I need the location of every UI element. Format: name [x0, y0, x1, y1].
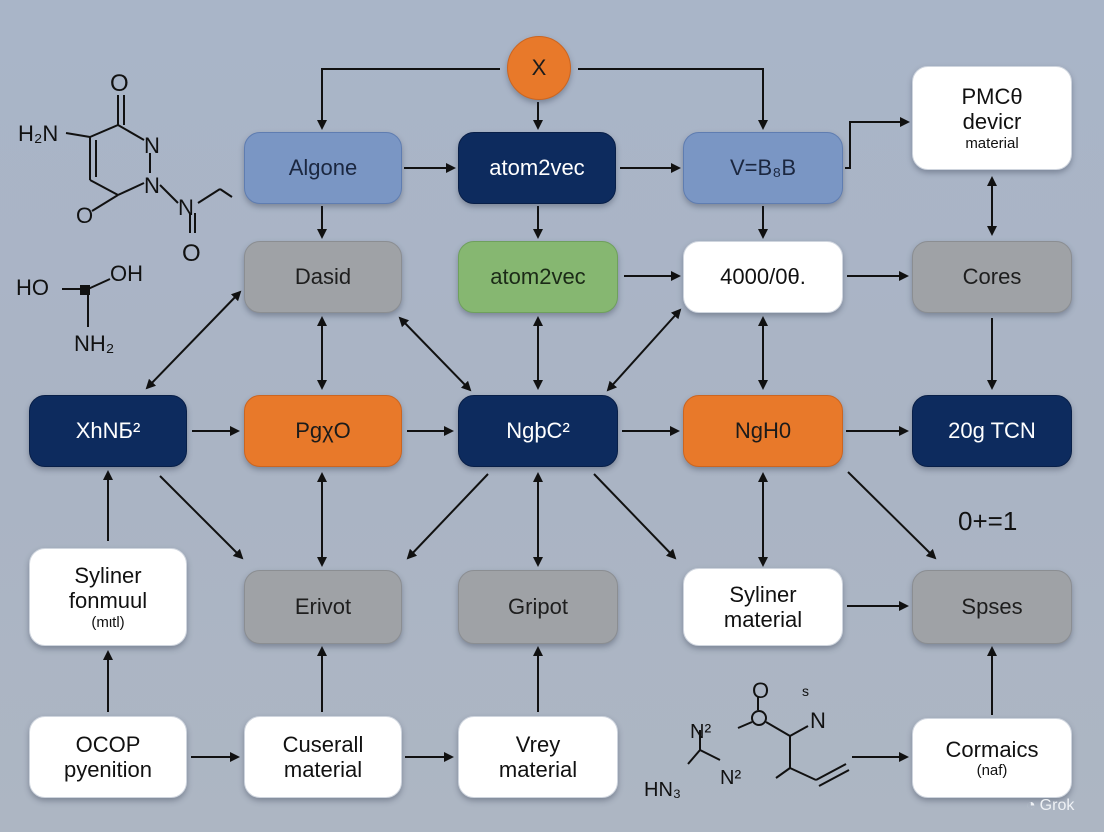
node-label: OCOP — [75, 731, 141, 757]
node-cores: Cores — [912, 241, 1072, 313]
node-spses: Spses — [912, 570, 1072, 644]
node-label: Gripot — [508, 594, 568, 620]
node-20g-tcn: 20g TCN — [912, 395, 1072, 467]
watermark-label: Grok — [1039, 797, 1075, 814]
chem-atom-label: H₂N — [18, 121, 58, 146]
chem-atom-label: O — [182, 240, 201, 267]
node-pgxo: PgχO — [244, 395, 402, 467]
node-label: Cormaics — [945, 736, 1039, 762]
node-label: 20g TCN — [948, 418, 1036, 444]
node-x: X — [507, 36, 571, 100]
node-syliner-1: Syliner fonmuul (mιtl) — [29, 548, 187, 646]
node-gripot: Gripot — [458, 570, 618, 644]
arrow-dasid-ngc — [398, 316, 472, 392]
node-atom2vec-2: atom2vec — [458, 241, 618, 313]
arrow-xhnb-to-erivot — [159, 475, 244, 560]
grok-logo-icon: ◔ — [1026, 797, 1036, 814]
chem-atom-label: HO — [16, 275, 49, 300]
node-4000: 4000/0θ. — [683, 241, 843, 313]
node-label: material — [283, 757, 363, 782]
node-label: Syliner — [74, 563, 142, 589]
node-erivot: Erivot — [244, 570, 402, 644]
node-atom2vec-1: atom2vec — [458, 132, 616, 204]
node-label: Vrey — [515, 731, 561, 757]
node-ocop: OCOP pyenition — [29, 716, 187, 798]
node-label: Cuserall — [282, 731, 364, 757]
node-label: devicr — [962, 109, 1022, 135]
chem-atom-label: OH — [110, 261, 143, 286]
node-nghho: NgH0 — [683, 395, 843, 467]
node-ngc: NgþC² — [458, 395, 618, 467]
node-label: (naf) — [976, 762, 1008, 780]
chem-atom-label: O — [110, 70, 129, 97]
node-label: Syliner — [729, 581, 797, 607]
node-label: Cores — [962, 264, 1022, 290]
chem-atom-label: NH₂ — [74, 331, 114, 356]
node-label: Dasid — [294, 264, 352, 290]
node-label: material — [965, 134, 1019, 152]
chem-atom-label: O — [76, 203, 93, 228]
arrow-x-to-algone — [317, 68, 500, 130]
node-label: atom2vec — [490, 264, 586, 290]
node-label: material — [723, 607, 803, 632]
arrow-ngc-to-syliner — [593, 473, 677, 560]
node-label: NgþC² — [506, 418, 570, 444]
node-xhnb: XhNБ² — [29, 395, 187, 467]
node-label: Spses — [961, 594, 1023, 620]
arrow-vb-to-pmc — [845, 117, 910, 169]
chem-atom-label: N — [144, 133, 160, 158]
arrow-dasid-xhnb — [145, 290, 242, 390]
node-label: pyenition — [63, 757, 153, 782]
node-label: X — [531, 55, 547, 81]
chem-atom-label: N² — [720, 767, 741, 789]
node-vb: V=B₈B — [683, 132, 843, 204]
node-label: V=B₈B — [730, 155, 796, 181]
node-label: atom2vec — [489, 155, 585, 181]
node-vrey: Vrey material — [458, 716, 618, 798]
node-label: 4000/0θ. — [720, 264, 806, 290]
node-cormaics: Cormaics (naf) — [912, 718, 1072, 798]
node-label: PMCθ — [961, 84, 1023, 110]
chem-atom-label: N — [178, 195, 194, 220]
chem-structure-mid-left: HO OH NH₂ — [16, 261, 143, 356]
chem-atom-label: N — [144, 173, 160, 198]
arrow-4000-ngc — [606, 308, 682, 392]
node-label: material — [498, 757, 578, 782]
node-label: PgχO — [295, 418, 351, 444]
chem-atom-label: s — [802, 683, 809, 699]
equation-label: 0+=1 — [958, 506, 1018, 536]
node-label: (mιtl) — [91, 613, 125, 631]
chem-atom-label: O — [752, 678, 769, 703]
chem-atom-label: HN₃ — [644, 779, 681, 801]
node-label: XhNБ² — [75, 418, 141, 444]
node-pmc: PMCθ devicr material — [912, 66, 1072, 170]
chem-structure-top-left: H₂N O N N N O O — [18, 70, 233, 267]
node-label: NgH0 — [734, 418, 792, 444]
watermark: ◔ Grok — [1026, 797, 1074, 815]
node-label: fonmuul — [68, 588, 148, 614]
arrow-nghho-to-spses — [847, 471, 937, 560]
node-cuserall: Cuserall material — [244, 716, 402, 798]
chem-atom-label: N² — [690, 721, 711, 743]
node-dasid: Dasid — [244, 241, 402, 313]
node-label: Algone — [288, 155, 358, 181]
node-syliner-2: Syliner material — [683, 568, 843, 646]
arrow-x-to-vb — [578, 68, 768, 130]
node-algone: Algone — [244, 132, 402, 204]
node-label: Erivot — [294, 594, 352, 620]
chem-atom-label: N — [810, 708, 826, 733]
arrow-ngc-to-erivot — [406, 473, 489, 560]
chem-structure-bottom-right: O s N N² HN₃ N² — [644, 678, 850, 801]
